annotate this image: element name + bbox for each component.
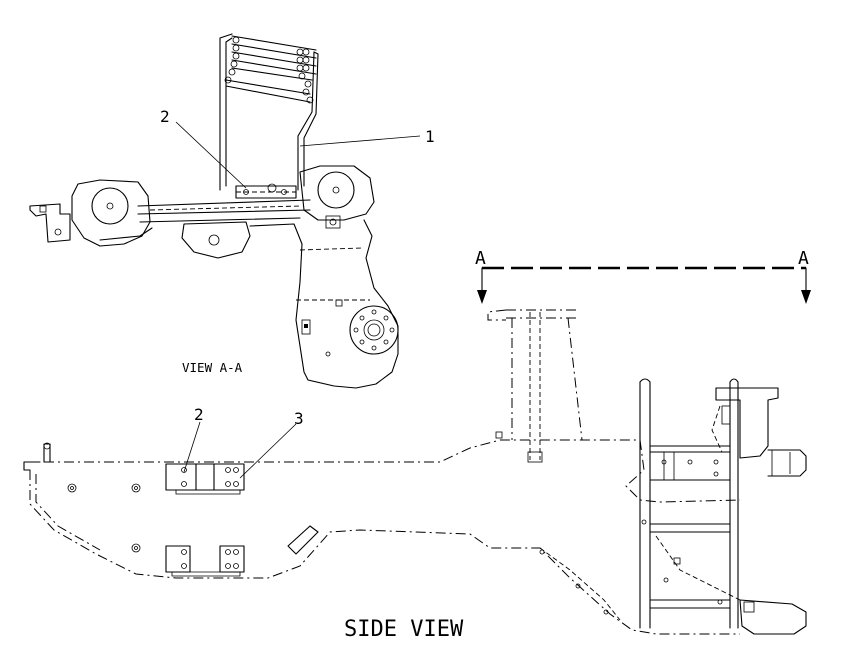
side-view-drawing [23,309,807,635]
callout-1: 1 [425,127,435,146]
bracket-links [225,35,317,103]
left-hub-housing [71,179,151,247]
left-end-bracket [29,203,71,243]
callout-3: 3 [294,409,304,428]
right-hub-housing [299,165,375,221]
oblique-slot [287,525,319,555]
lower-mount [181,221,251,259]
wear-pad-upper [165,463,245,491]
side-hub-right [767,449,807,477]
bracket-bolts [224,36,314,104]
view-aa-drawing [29,33,399,389]
wear-pad-lower [165,545,245,573]
leader-line-2-top [175,121,247,189]
section-mark-left: A [475,248,486,269]
view-aa-title: VIEW A-A [182,360,243,375]
frame-holes [67,483,141,553]
planetary-hub [349,305,399,355]
section-mark-right: A [798,248,809,269]
ladder-steps [649,445,731,609]
right-housing [715,387,779,459]
bracket-frame [219,33,319,191]
side-pin [43,443,51,463]
right-hub [317,171,355,209]
callout-2-top: 2 [160,107,170,126]
bottom-foot [739,599,807,635]
tower [487,309,583,441]
side-view-title: SIDE VIEW [344,617,464,642]
callout-2-side: 2 [194,405,204,424]
crossbeam [137,199,311,223]
main-frame-outline [24,439,741,635]
section-line-aa [477,266,811,304]
leader-line-1 [299,135,421,147]
leader-line-3 [239,423,297,479]
ladder-rails [639,381,739,629]
frame-body [249,219,399,389]
leader-line-2-side [183,421,201,473]
left-hub [91,187,129,225]
